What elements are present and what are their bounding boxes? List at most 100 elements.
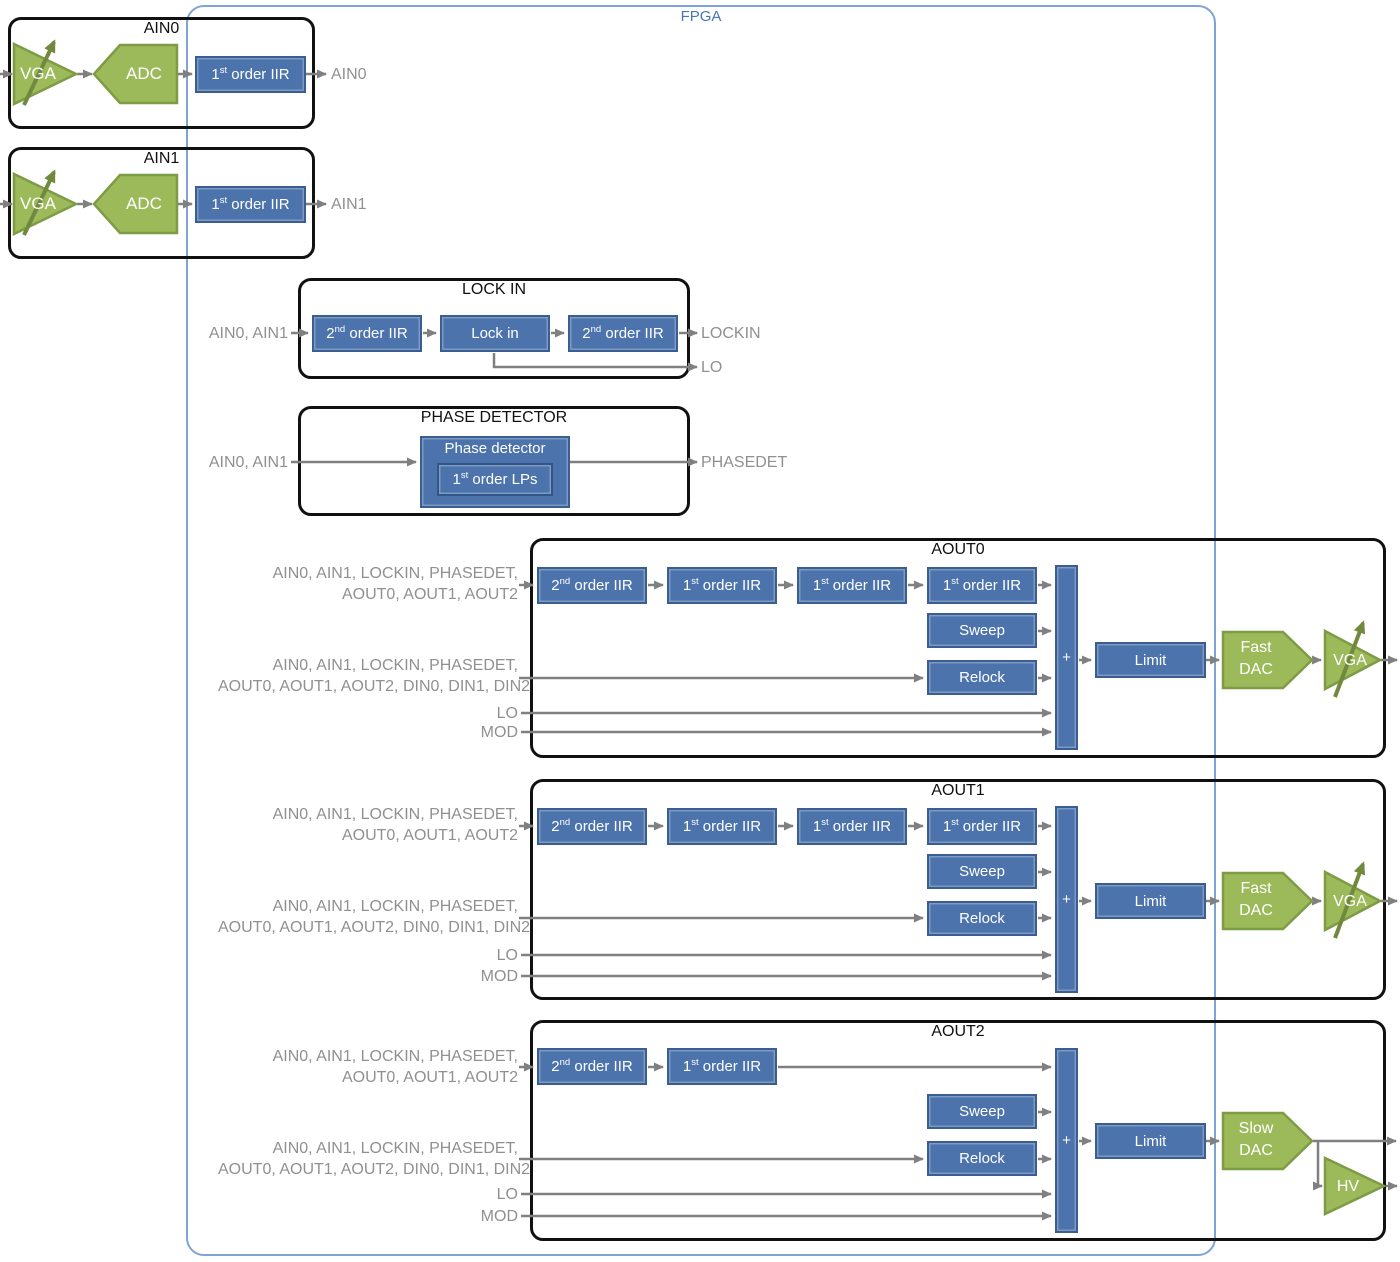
dac-label-line: DAC [1239, 902, 1273, 919]
iir-order-suffix: nd [559, 1057, 571, 1068]
iir-block-aout0-1: 2nd order IIR [537, 567, 647, 604]
input-label-line: AOUT0, AOUT1, AOUT2, DIN0, DIN1, DIN2 [218, 1161, 531, 1178]
output-label-lockin: LOCKIN [701, 325, 761, 342]
iir-rest: order IIR [570, 818, 633, 835]
input-label-aout2-filters: AIN0, AIN1, LOCKIN, PHASEDET, AOUT0, AOU… [248, 1046, 518, 1088]
phase-detector-block-title: Phase detector [444, 440, 546, 457]
sweep-block-aout0: Sweep [927, 613, 1037, 648]
input-label-aout2-lo: LO [496, 1186, 518, 1203]
group-title-lockin: LOCK IN [461, 281, 526, 298]
iir-block-aout0-3: 1st order IIR [797, 567, 907, 604]
input-label-aout0-relock: AIN0, AIN1, LOCKIN, PHASEDET, AOUT0, AOU… [218, 655, 531, 697]
slow-dac-label-aout2: Slow DAC [1228, 1118, 1284, 1162]
dac-label-line: Fast [1240, 639, 1272, 656]
relock-label: Relock [959, 669, 1005, 686]
group-title-aout2: AOUT2 [931, 1023, 985, 1040]
output-label-lo: LO [701, 359, 723, 376]
iir-order: 2 [326, 325, 335, 342]
iir-rest: order IIR [828, 577, 892, 594]
iir-order-suffix: st [821, 576, 829, 587]
iir-block-aout2-1: 2nd order IIR [537, 1048, 647, 1085]
iir-block-ain0: 1st order IIR [195, 56, 306, 93]
iir-block-aout1-2: 1st order IIR [667, 808, 777, 845]
iir-rest: order IIR [601, 325, 664, 342]
relock-label: Relock [959, 1150, 1005, 1167]
sweep-label: Sweep [959, 863, 1005, 880]
iir-order: 1 [682, 818, 692, 835]
group-title-ain1: AIN1 [143, 150, 180, 167]
limit-block-aout2: Limit [1095, 1123, 1206, 1159]
limit-label: Limit [1134, 651, 1167, 669]
adc-label-ain1: ADC [126, 194, 162, 213]
vga-label-aout0: VGA [1333, 652, 1367, 669]
input-label-line: AOUT0, AOUT1, AOUT2, DIN0, DIN1, DIN2 [218, 678, 531, 695]
group-title-aout0: AOUT0 [931, 541, 985, 558]
variable-gain-arrows [22, 39, 1366, 939]
fast-dac-shape-aout1 [1221, 871, 1314, 931]
output-label-phasedet: PHASEDET [701, 454, 788, 471]
sweep-block-aout1: Sweep [927, 854, 1037, 889]
gain-arrow-icon [22, 39, 56, 106]
input-label-phase-detector: AIN0, AIN1 [208, 454, 288, 471]
iir-rest: order IIR [958, 818, 1022, 835]
vga-label-ain1: VGA [20, 194, 56, 213]
iir-order: 1 [211, 196, 220, 213]
input-label-aout2-relock: AIN0, AIN1, LOCKIN, PHASEDET, AOUT0, AOU… [218, 1138, 531, 1180]
gain-arrow-icon [1333, 620, 1366, 698]
plus-label: + [1062, 891, 1071, 908]
iir-block-lockin-pre: 2nd order IIR [312, 315, 422, 352]
connector-hv-branch [1313, 1141, 1323, 1191]
iir-order-suffix: st [691, 576, 699, 587]
input-label-line: AIN0, AIN1, LOCKIN, PHASEDET, [272, 657, 518, 674]
iir-order: 2 [551, 577, 560, 594]
iir-rest: order IIR [345, 325, 408, 342]
input-label-line: AIN0, AIN1, LOCKIN, PHASEDET, [272, 1048, 518, 1065]
iir-rest: order IIR [570, 577, 633, 594]
group-title-phase-detector: PHASE DETECTOR [420, 409, 568, 426]
iir-order: 1 [942, 577, 952, 594]
iir-rest: order IIR [958, 577, 1022, 594]
sweep-block-aout2: Sweep [927, 1094, 1037, 1129]
limit-block-aout0: Limit [1095, 642, 1206, 678]
limit-label: Limit [1134, 1132, 1167, 1150]
iir-order: 1 [812, 818, 822, 835]
input-label-aout1-mod: MOD [480, 968, 518, 985]
group-title-aout1: AOUT1 [931, 782, 985, 799]
input-label-aout0-lo: LO [496, 705, 518, 722]
iir-block-aout1-1: 2nd order IIR [537, 808, 647, 845]
iir-order-suffix: st [821, 817, 829, 828]
input-label-aout0-filters: AIN0, AIN1, LOCKIN, PHASEDET, AOUT0, AOU… [248, 563, 518, 605]
fpga-label: FPGA [680, 8, 722, 25]
relock-label: Relock [959, 910, 1005, 927]
iir-order-suffix: st [219, 65, 228, 76]
summer-block-aout1: + [1055, 806, 1078, 993]
iir-block-aout0-2: 1st order IIR [667, 567, 777, 604]
iir-rest: order IIR [698, 577, 762, 594]
relock-block-aout1: Relock [927, 901, 1037, 936]
group-box-aout2 [530, 1020, 1386, 1241]
iir-rest: order IIR [828, 818, 892, 835]
iir-block-lockin-post: 2nd order IIR [568, 315, 678, 352]
input-label-line: AIN0, AIN1, LOCKIN, PHASEDET, [272, 1140, 518, 1157]
sweep-label: Sweep [959, 622, 1005, 639]
iir-order-suffix: nd [559, 576, 571, 587]
limit-block-aout1: Limit [1095, 883, 1206, 919]
iir-order-suffix: st [219, 195, 228, 206]
iir-order-suffix: st [951, 576, 959, 587]
iir-block-aout1-3: 1st order IIR [797, 808, 907, 845]
iir-order: 2 [582, 325, 591, 342]
hv-amp-shape-aout2 [1323, 1156, 1387, 1216]
adc-shape-ain1 [92, 173, 179, 235]
input-label-line: AIN0, AIN1, LOCKIN, PHASEDET, [272, 806, 518, 823]
relock-block-aout2: Relock [927, 1141, 1037, 1176]
fpga-boundary [186, 5, 1216, 1256]
input-label-lockin: AIN0, AIN1 [208, 325, 288, 342]
group-title-ain0: AIN0 [143, 20, 180, 37]
sweep-label: Sweep [959, 1103, 1005, 1120]
dac-label-line: DAC [1239, 661, 1273, 678]
iir-order: 1 [812, 577, 822, 594]
dac-label-line: DAC [1239, 1142, 1273, 1159]
iir-rest: order IIR [698, 1058, 762, 1075]
connector-lo [492, 353, 698, 372]
